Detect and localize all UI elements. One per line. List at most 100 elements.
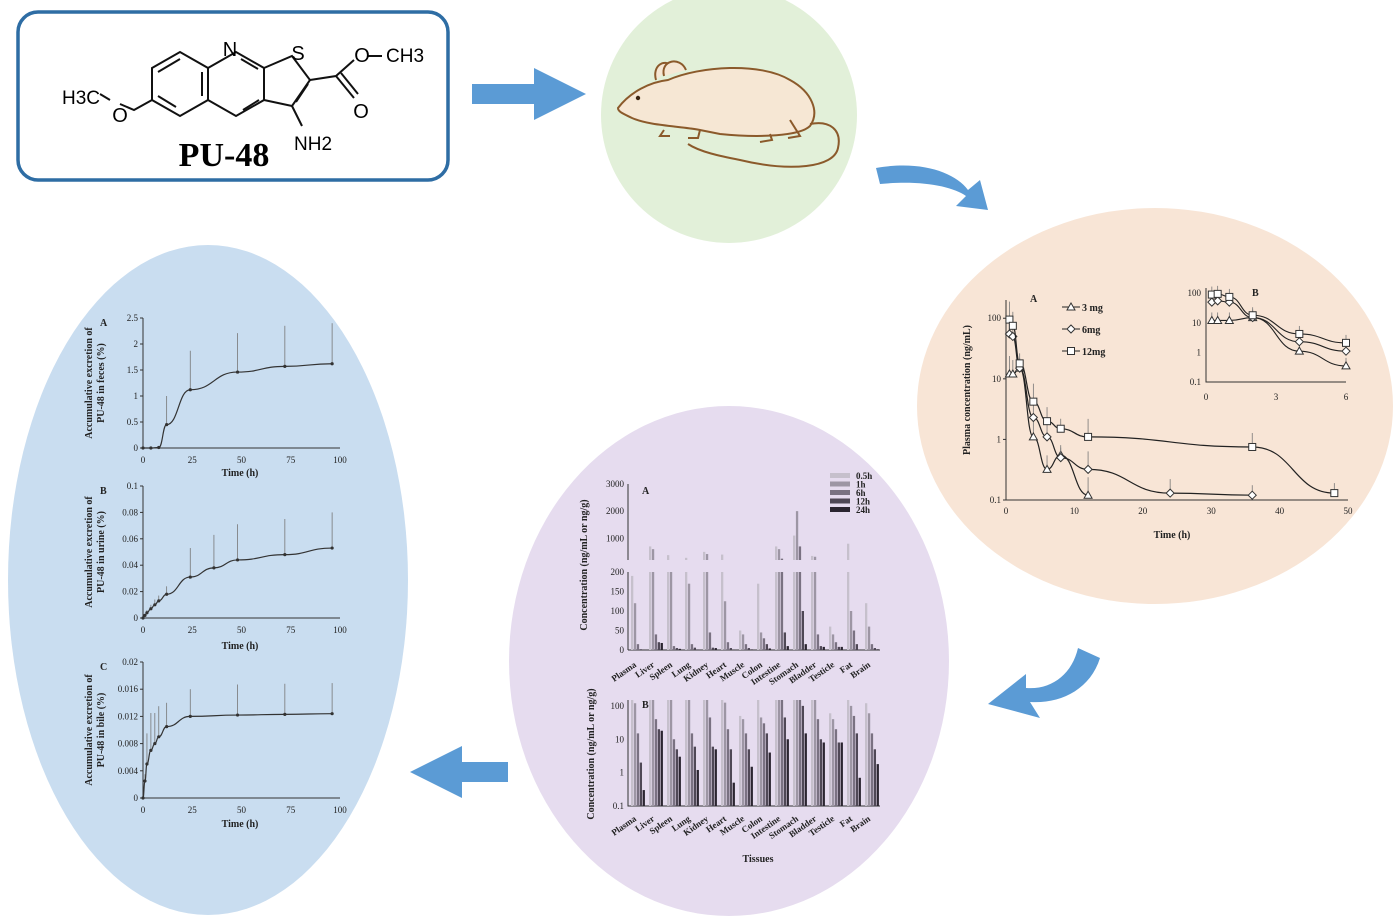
- tissue-b-bar: [678, 756, 681, 806]
- tissue-b-bar: [732, 782, 735, 806]
- tissue-a-bar-upper: [651, 549, 655, 560]
- tissue-a-bar: [757, 583, 760, 650]
- excretion-data-point: [235, 713, 240, 717]
- excretion-y-label-line2: PU-48 in bile (%): [96, 693, 107, 768]
- tissue-b-bar: [750, 766, 753, 806]
- tissue-b-bar: [816, 719, 820, 806]
- tissue-a-y-tick: 50: [615, 626, 625, 636]
- tissue-a-bar: [775, 572, 778, 650]
- excretion-y-label-line2: PU-48 in urine (%): [96, 511, 107, 593]
- excretion-data-point: [283, 712, 287, 716]
- plasma-y-tick: 1: [997, 434, 1002, 444]
- tissue-legend-swatch: [830, 473, 850, 478]
- tissue-a-bar: [822, 646, 825, 650]
- tissue-a-bar: [750, 649, 753, 650]
- excretion-data-point: [153, 603, 157, 607]
- data-point-square: [1248, 311, 1257, 320]
- tissue-a-bar: [711, 647, 715, 650]
- excretion-data-point: [188, 388, 192, 392]
- excretion-x-tick: 0: [141, 805, 146, 815]
- data-point-square: [1008, 321, 1017, 330]
- tissue-a-bar-upper: [705, 554, 709, 560]
- tissue-b-bar: [795, 700, 799, 806]
- atom-o-ester: O: [354, 45, 370, 67]
- atom-ch3-left: H3C: [62, 88, 100, 109]
- tissue-b-bar: [669, 700, 673, 806]
- tissue-b-bar: [759, 717, 763, 806]
- tissue-b-bar: [639, 762, 643, 806]
- tissue-b-bar: [858, 777, 861, 806]
- tissue-a-bar: [649, 572, 652, 650]
- tissue-b-bar: [631, 700, 634, 806]
- inset-x-tick: 3: [1274, 392, 1279, 402]
- tissue-a-bar: [783, 632, 787, 650]
- atom-o-carbonyl: O: [353, 101, 369, 123]
- excretion-y-tick: 0.06: [122, 534, 138, 544]
- tissue-b-bar: [847, 700, 850, 806]
- tissue-b-bar: [672, 739, 676, 806]
- tissue-b-bar: [852, 715, 856, 806]
- plasma-x-tick: 20: [1138, 506, 1148, 516]
- data-point-triangle: [1083, 490, 1093, 499]
- tissue-b-bar: [768, 752, 771, 806]
- tissue-legend-label: 12h: [856, 497, 870, 507]
- excretion-data-point: [283, 553, 287, 557]
- plasma-legend-label: 3 mg: [1082, 303, 1103, 314]
- tissue-b-bar: [867, 713, 871, 806]
- tissue-a-bar-upper: [795, 511, 799, 560]
- tissue-a-bar: [852, 630, 856, 650]
- tissue-b-bar: [685, 700, 688, 806]
- tissue-a-bar: [865, 603, 868, 650]
- plasma-y-label: Plasma concentration (ng/mL): [962, 325, 973, 455]
- excretion-data-point: [165, 423, 169, 427]
- tissue-b-bar: [721, 700, 724, 806]
- tissue-a-bar: [759, 632, 763, 650]
- excretion-y-tick: 2: [134, 339, 139, 349]
- tissue-b-bar: [865, 703, 868, 806]
- tissue-b-bar: [813, 700, 817, 806]
- excretion-y-tick: 1: [134, 391, 139, 401]
- tissue-b-bar: [834, 729, 838, 806]
- data-point-diamond: [1066, 324, 1076, 334]
- tissue-b-bar: [741, 719, 745, 806]
- tissue-a-bar: [777, 572, 781, 650]
- excretion-x-tick: 50: [237, 805, 247, 815]
- plasma-x-tick: 40: [1275, 506, 1285, 516]
- tissue-a-bar: [811, 572, 814, 650]
- excretion-data-point: [141, 796, 145, 800]
- tissue-a-bar: [726, 642, 730, 650]
- tissue-b-bar: [705, 700, 709, 806]
- excretion-data-point: [188, 714, 192, 719]
- data-point-triangle: [1206, 315, 1217, 324]
- tissue-legend-label: 0.5h: [856, 471, 872, 481]
- excretion-y-tick: 0.004: [118, 766, 139, 776]
- excretion-y-tick: 0.08: [122, 507, 138, 517]
- excretion-x-label: Time (h): [222, 641, 259, 652]
- tissue-a-y-tick: 3000: [606, 479, 625, 489]
- data-point-triangle: [1007, 369, 1018, 378]
- tissue-a-bar: [685, 572, 688, 650]
- tissue-a-bar: [739, 630, 742, 650]
- tissue-a-y-tick: 100: [611, 606, 625, 616]
- excretion-panel-label: B: [100, 486, 107, 497]
- excretion-data-point: [141, 446, 145, 450]
- tissue-a-bar-upper: [685, 557, 688, 560]
- tissue-b-bar: [822, 742, 825, 806]
- tissue-b-bar: [649, 700, 652, 806]
- tissue-b-bar: [765, 733, 769, 806]
- excretion-data-point: [330, 362, 334, 366]
- tissue-b-y-tick: 0.1: [613, 801, 624, 811]
- excretion-y-tick: 0.008: [118, 739, 139, 749]
- tissue-a-bar: [672, 646, 676, 650]
- tissue-legend-swatch: [830, 481, 850, 487]
- data-point-square: [1248, 442, 1257, 451]
- data-point-square: [1056, 424, 1065, 433]
- inset-y-tick: 100: [1188, 288, 1202, 298]
- tissue-b-bar: [780, 700, 784, 806]
- tissue-b-bar: [811, 700, 814, 806]
- excretion-y-tick: 0.5: [127, 417, 139, 427]
- plasma-y-tick: 10: [992, 374, 1002, 384]
- mouse-icon: [616, 60, 840, 168]
- tissue-b-bar: [775, 700, 778, 806]
